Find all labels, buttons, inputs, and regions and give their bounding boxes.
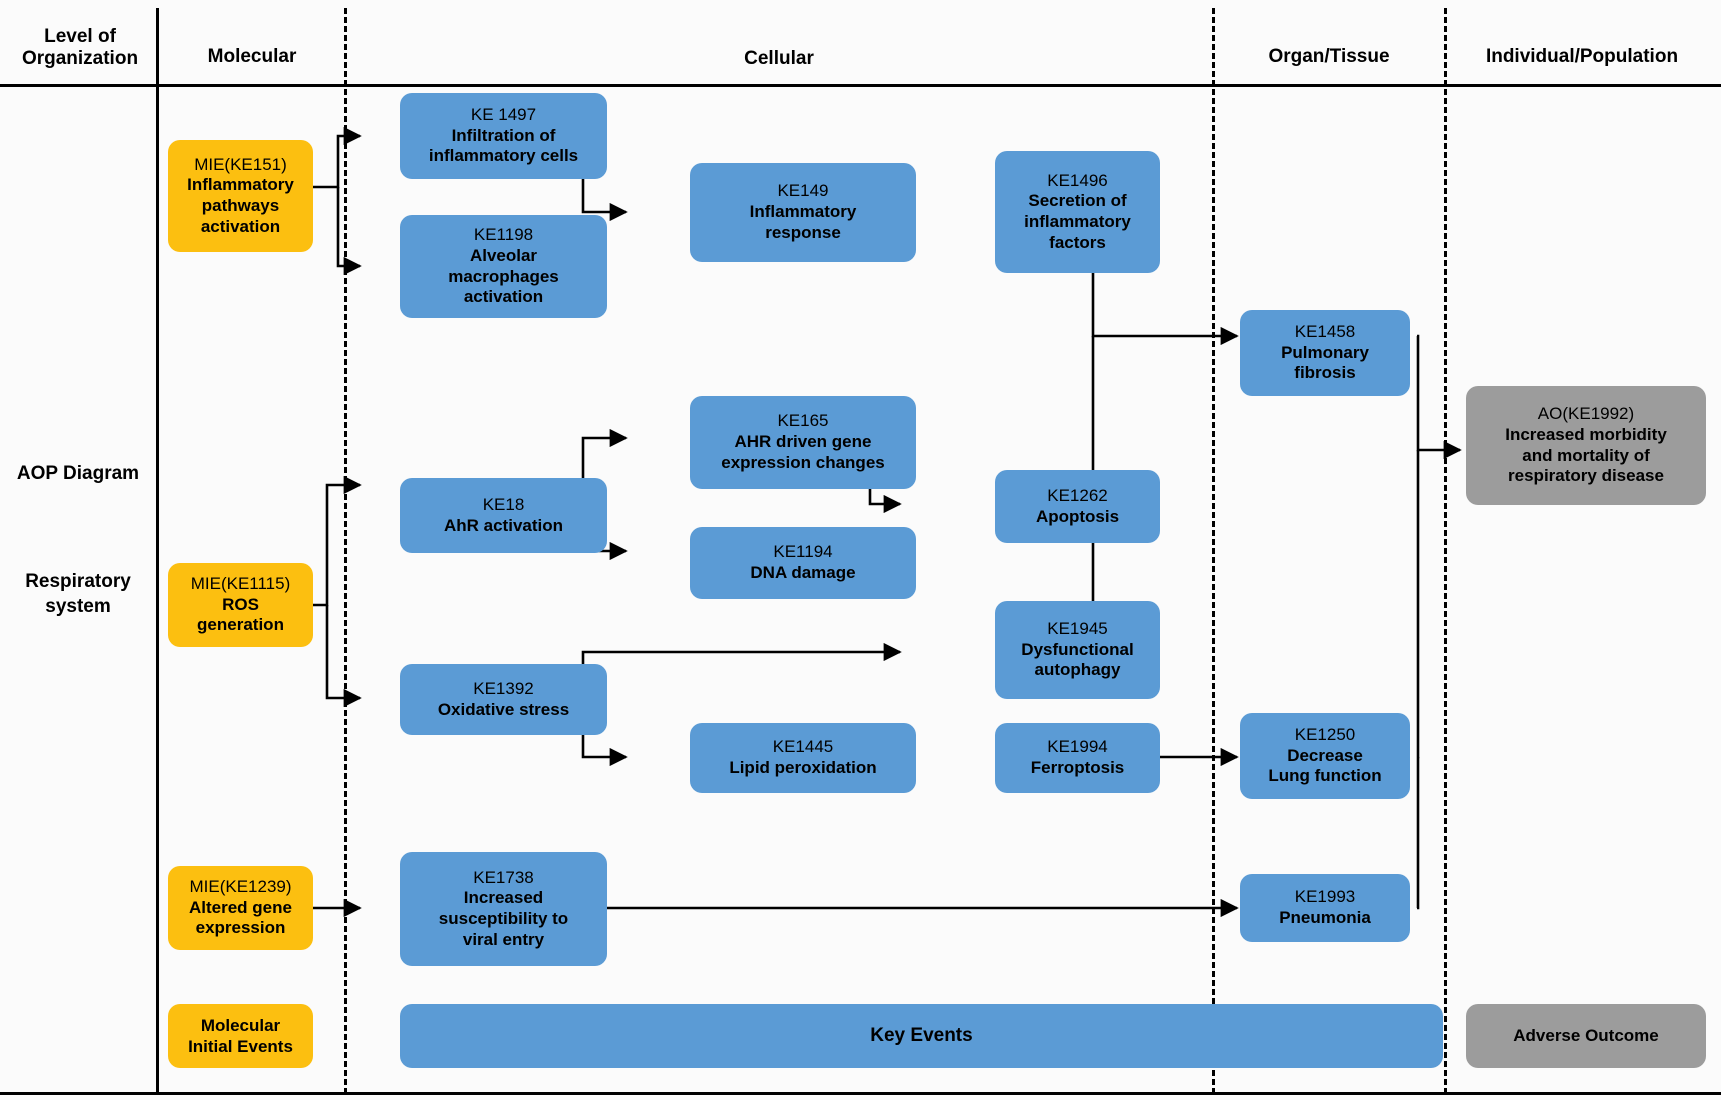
header-column-organ-tissue: Organ/Tissue — [1268, 46, 1390, 67]
node-id: KE1445 — [772, 737, 834, 757]
node-id: KE1738 — [473, 867, 534, 887]
node-ke1392[interactable]: KE1392 Oxidative stress — [400, 664, 607, 735]
node-title: Apoptosis — [1035, 506, 1120, 526]
page-title: AOP Diagram — [16, 463, 140, 484]
node-ke1994[interactable]: KE1994 Ferroptosis — [995, 723, 1160, 793]
legend-ao-label: Adverse Outcome — [1513, 1026, 1659, 1046]
diagram-bottom-rule — [0, 1092, 1721, 1095]
node-title: Lipid peroxidation — [729, 758, 877, 777]
page-subtitle: Respiratory system — [2, 570, 154, 619]
node-id: KE1392 — [473, 678, 534, 698]
legend-adverse-outcome: Adverse Outcome — [1466, 1004, 1706, 1068]
node-id: KE1198 — [473, 225, 534, 245]
node-id: KE1250 — [1294, 724, 1356, 744]
header-underline — [0, 84, 1721, 87]
node-id: KE1458 — [1294, 321, 1356, 341]
divider-organ-individual — [1444, 8, 1447, 1094]
header-level-line1: Level of — [44, 26, 116, 47]
divider-molecular-cellular — [344, 8, 347, 1094]
node-id: KE149 — [777, 181, 829, 201]
node-ke18[interactable]: KE18 AhR activation — [400, 478, 607, 553]
node-id: KE1262 — [1047, 485, 1108, 505]
node-id: KE1993 — [1294, 887, 1356, 907]
page-subtitle-line2: system — [45, 595, 111, 617]
node-id: MIE(KE151) — [194, 154, 287, 174]
header-column-individual-population: Individual/Population — [1485, 46, 1679, 67]
page-subtitle-line1: Respiratory — [25, 571, 131, 592]
divider-cellular-organ — [1212, 8, 1215, 1094]
legend-key-events: Key Events — [400, 1004, 1443, 1068]
node-id: KE1945 — [1047, 618, 1108, 638]
header-column-molecular: Molecular — [207, 46, 297, 67]
header-level-line2: Organization — [21, 48, 139, 70]
node-ke1194[interactable]: KE1194 DNA damage — [690, 527, 916, 599]
node-id: KE1994 — [1047, 737, 1108, 757]
node-title: AhR activation — [443, 515, 564, 535]
node-title: Oxidative stress — [437, 699, 570, 719]
node-ke1993[interactable]: KE1993 Pneumonia — [1240, 874, 1410, 942]
node-id: MIE(KE1239) — [189, 876, 292, 896]
node-id: KE18 — [482, 494, 525, 514]
header-level-of-organization: Level of Organization — [6, 26, 154, 71]
node-id: KE165 — [777, 411, 829, 431]
node-id: KE 1497 — [470, 104, 537, 124]
node-id: KE1194 — [773, 542, 833, 562]
header-column-cellular: Cellular — [744, 48, 814, 69]
node-id: AO(KE1992) — [1537, 404, 1635, 424]
node-title: Ferroptosis — [1030, 758, 1125, 777]
node-title: DNA damage — [750, 563, 856, 582]
level-column-divider — [156, 8, 159, 1094]
legend-ke-label: Key Events — [870, 1025, 973, 1047]
node-id: MIE(KE1115) — [190, 573, 291, 593]
node-ke1262[interactable]: KE1262 Apoptosis — [995, 470, 1160, 543]
node-title: Pneumonia — [1279, 908, 1371, 927]
node-id: KE1496 — [1047, 170, 1108, 190]
node-ke1445[interactable]: KE1445 Lipid peroxidation — [690, 723, 916, 793]
